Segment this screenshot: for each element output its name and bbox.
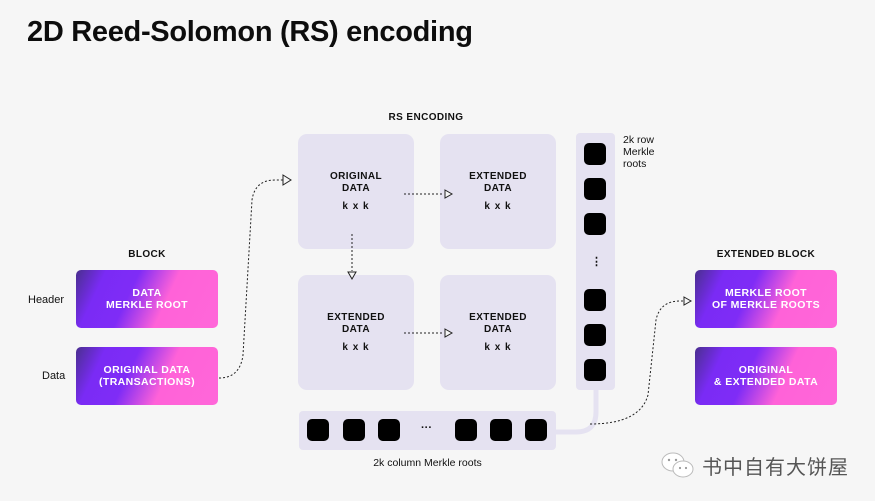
column-merkle-roots-strip (299, 411, 556, 450)
column-root (307, 419, 329, 441)
quadrant-dimension: k x k (484, 342, 512, 353)
watermark-text: 书中自有大饼屋 (702, 454, 849, 479)
arrowhead-original-to-extended-down (347, 271, 357, 281)
original-data-text: ORIGINAL DATA (TRANSACTIONS) (98, 364, 195, 388)
column-roots-label: 2k column Merkle roots (373, 457, 482, 469)
quadrant-dimension: k x k (342, 201, 370, 212)
strip-joining-line (556, 390, 599, 435)
extended-block-label: EXTENDED BLOCK (716, 249, 816, 260)
block-label: BLOCK (128, 249, 166, 260)
row-root (584, 143, 606, 165)
original-extended-data-text: ORIGINAL & EXTENDED DATA (713, 364, 819, 388)
quadrant-extended-data-top-right: EXTENDED DATA k x k (440, 134, 556, 249)
column-root (343, 419, 365, 441)
quadrant-dimension: k x k (484, 201, 512, 212)
row-root (584, 213, 606, 235)
quadrant-name: ORIGINAL DATA (329, 171, 383, 194)
arrowhead-original-to-extended-right (444, 189, 454, 199)
quadrant-extended-data-bottom-right: EXTENDED DATA k x k (440, 275, 556, 390)
row-roots-ellipsis: ⋮ (591, 256, 602, 268)
quadrant-dimension: k x k (342, 342, 370, 353)
column-root (490, 419, 512, 441)
column-root (378, 419, 400, 441)
row-root (584, 178, 606, 200)
arrow-roots-to-extended-block (589, 300, 686, 425)
row-root (584, 289, 606, 311)
row-root (584, 324, 606, 346)
quadrant-name: EXTENDED DATA (469, 312, 527, 335)
arrow-block-to-rs (218, 179, 283, 379)
wechat-icon (661, 452, 694, 478)
rs-encoding-label: RS ENCODING (388, 112, 464, 123)
column-roots-ellipsis: ··· (421, 422, 432, 434)
quadrant-name: EXTENDED DATA (327, 312, 385, 335)
header-label: Header (28, 294, 65, 306)
data-merkle-root-text: DATA MERKLE ROOT (106, 287, 188, 311)
arrowhead-block-to-rs (282, 174, 292, 186)
column-root (525, 419, 547, 441)
original-data-box: ORIGINAL DATA (TRANSACTIONS) (76, 347, 218, 405)
watermark: 书中自有大饼屋 (660, 450, 849, 480)
arrowhead-roots-to-extended-block (683, 296, 693, 306)
row-root (584, 359, 606, 381)
column-root (455, 419, 477, 441)
data-merkle-root-box: DATA MERKLE ROOT (76, 270, 218, 328)
merkle-root-of-merkle-roots-box: MERKLE ROOT OF MERKLE ROOTS (695, 270, 837, 328)
merkle-root-of-roots-text: MERKLE ROOT OF MERKLE ROOTS (711, 287, 821, 311)
quadrant-extended-data-bottom-left: EXTENDED DATA k x k (298, 275, 414, 390)
quadrant-original-data: ORIGINAL DATA k x k (298, 134, 414, 249)
quadrant-name: EXTENDED DATA (469, 171, 527, 194)
row-merkle-roots-strip (576, 133, 615, 390)
arrowhead-bottom-extended-right (444, 328, 454, 338)
row-roots-label: 2k row Merkle roots (623, 134, 655, 170)
original-extended-data-box: ORIGINAL & EXTENDED DATA (695, 347, 837, 405)
page-title: 2D Reed-Solomon (RS) encoding (27, 16, 473, 48)
data-label: Data (42, 370, 66, 382)
